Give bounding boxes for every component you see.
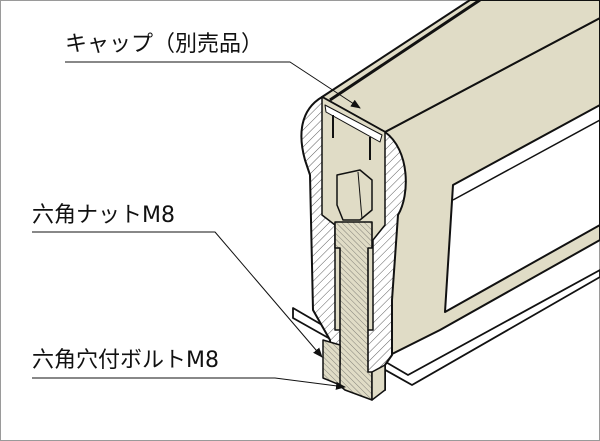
bolt-leader (32, 377, 346, 390)
hex-nut (336, 169, 373, 221)
hex-socket-bolt (332, 221, 373, 401)
hex-nut-label: 六角ナットM8 (32, 203, 175, 228)
profile-slot-opening (444, 104, 600, 313)
hex-socket-bolt-label: 六角穴付ボルトM8 (32, 348, 219, 373)
bolt-head (322, 339, 341, 386)
cap-leader (65, 61, 361, 109)
hex-nut-leader (32, 231, 323, 358)
cap-label: キャップ（別売品） (65, 32, 264, 57)
cap (324, 104, 383, 143)
